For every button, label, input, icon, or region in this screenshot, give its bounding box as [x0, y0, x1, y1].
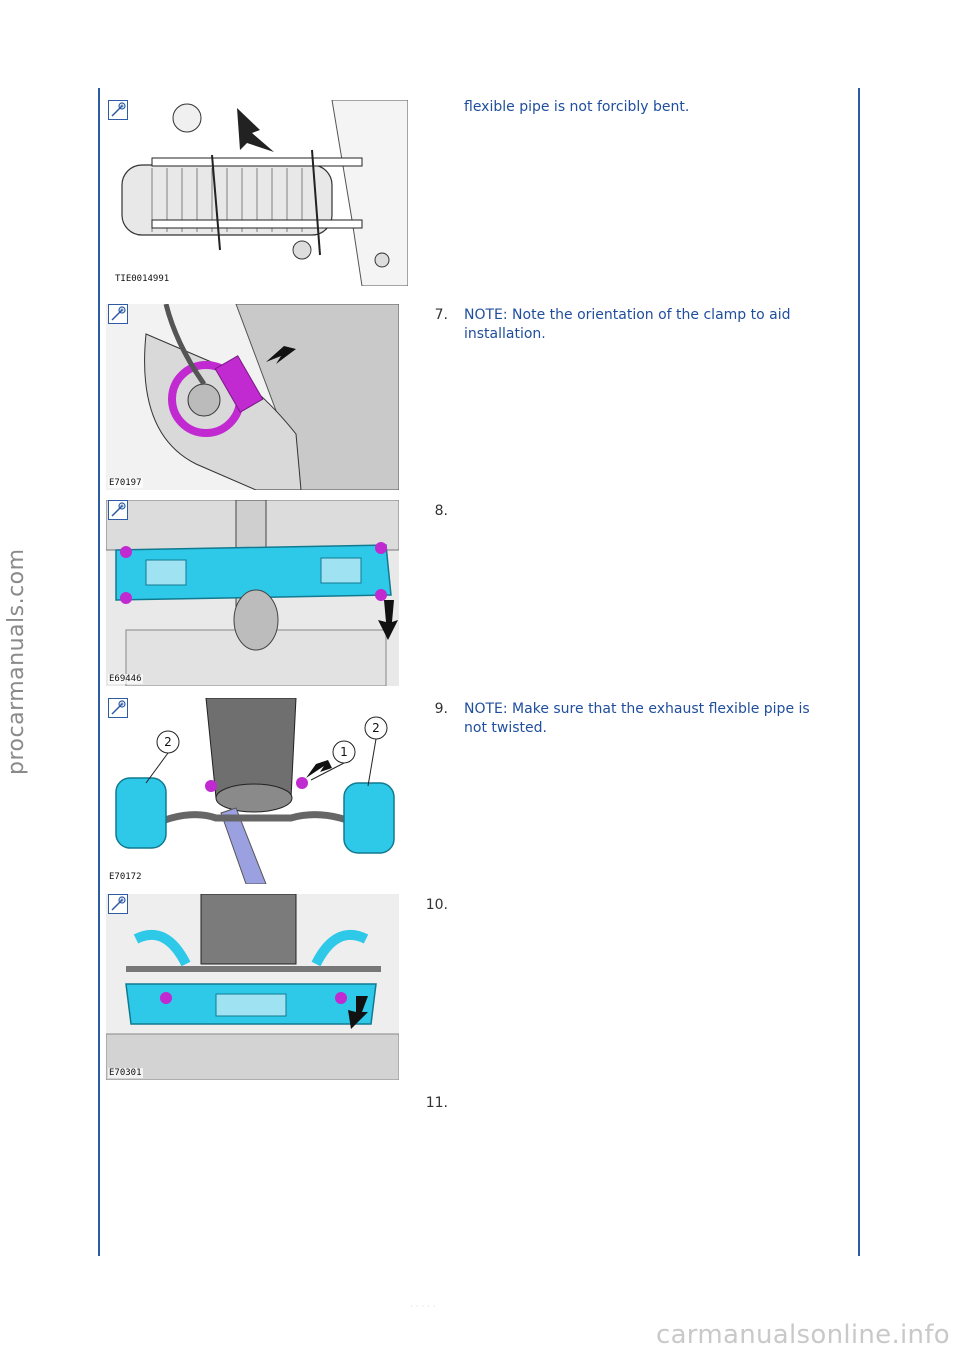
left-margin-rule — [98, 88, 100, 1256]
step-number: 7. — [434, 307, 448, 323]
zoom-icon[interactable] — [108, 500, 128, 520]
page-footer: · · · · · — [410, 1302, 436, 1312]
step-row-8: E69446 8. — [104, 496, 854, 688]
callout-1: 1 — [340, 745, 348, 759]
right-margin-rule — [858, 88, 860, 1256]
zoom-icon[interactable] — [108, 698, 128, 718]
figure-label: E70301 — [108, 1068, 143, 1078]
step-number: 10. — [425, 897, 448, 913]
figure-label: E69446 — [108, 674, 143, 684]
figure-rear-crossmember[interactable]: E70301 — [106, 894, 399, 1080]
figure-label: TIE0014991 — [114, 274, 171, 284]
zoom-icon[interactable] — [108, 304, 128, 324]
step-note: NOTE: Make sure that the exhaust flexibl… — [464, 701, 810, 736]
figure-label: E70197 — [108, 478, 143, 488]
zoom-icon[interactable] — [108, 894, 128, 914]
step-row-continued: TIE0014991 flexible pipe is not forcibly… — [104, 96, 854, 292]
figure-label: E70172 — [108, 872, 143, 882]
figure-clamp-orientation[interactable]: E70197 — [106, 304, 399, 490]
step-note: NOTE: Note the orientation of the clamp … — [464, 307, 791, 342]
step-row-9: 2 1 2 E70172 9. NOTE: Make sure that the… — [104, 694, 854, 886]
callout-2-left: 2 — [164, 735, 172, 749]
step-number: 9. — [434, 701, 448, 717]
step-row-10: E70301 10. — [104, 890, 854, 1082]
figure-flexible-pipe[interactable]: TIE0014991 — [112, 100, 408, 286]
step-row-11: 11. — [104, 1088, 854, 1128]
side-watermark: procarmanuals.com — [4, 548, 29, 775]
step-number: 8. — [434, 503, 448, 519]
step-row-7: E70197 7. NOTE: Note the orientation of … — [104, 300, 854, 490]
bottom-watermark: carmanualsonline.info — [655, 1320, 950, 1350]
zoom-icon[interactable] — [108, 100, 128, 120]
step-note: flexible pipe is not forcibly bent. — [464, 99, 690, 115]
figure-exhaust-mounts[interactable]: 2 1 2 E70172 — [106, 698, 399, 884]
step-number: 11. — [425, 1095, 448, 1111]
figure-crossmember[interactable]: E69446 — [106, 500, 399, 686]
callout-2-right: 2 — [372, 721, 380, 735]
